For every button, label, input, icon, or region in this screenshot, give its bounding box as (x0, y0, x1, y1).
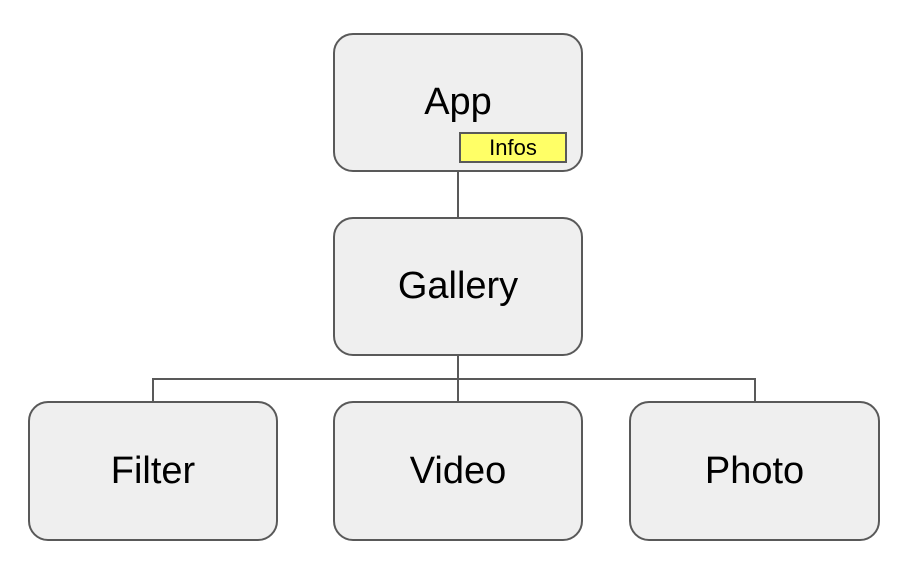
node-app[interactable]: App Infos (333, 33, 583, 172)
node-video[interactable]: Video (333, 401, 583, 541)
node-photo[interactable]: Photo (629, 401, 880, 541)
node-gallery[interactable]: Gallery (333, 217, 583, 356)
node-video-label: Video (409, 449, 507, 492)
node-app-label: App (424, 81, 492, 123)
infos-badge[interactable]: Infos (459, 132, 567, 163)
node-filter[interactable]: Filter (28, 401, 278, 541)
node-photo-label: Photo (704, 449, 805, 492)
node-gallery-label: Gallery (397, 265, 519, 307)
node-filter-label: Filter (110, 449, 196, 492)
